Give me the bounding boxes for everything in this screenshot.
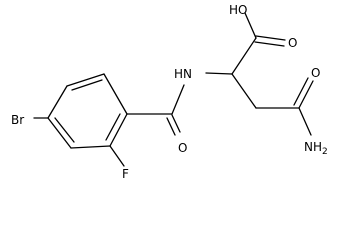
atom-label-primary-amide-nitrogen: NH2 <box>304 140 328 157</box>
fluorine-bond <box>109 145 125 167</box>
alpha-carbon-to-carboxyl-bond <box>231 37 257 75</box>
ring-bond-right-upper <box>103 73 128 115</box>
atom-label-bromine: Br <box>11 113 24 127</box>
atom-label-hydroxyl: HO <box>229 3 247 17</box>
atom-labels: HO O HN O O Br F NH2 <box>11 3 328 181</box>
carboxyl-double-bond-a <box>255 35 286 41</box>
carbonyl-to-nitrogen-bond <box>171 84 185 115</box>
carboxyl-to-hydroxyl-bond <box>244 12 257 39</box>
atom-label-amide-oxygen: O <box>178 141 187 155</box>
bonds <box>33 12 314 167</box>
benzoyl-carbonyl-double-bond-a <box>171 114 181 133</box>
benzoyl-carbonyl-double-bond-b <box>166 117 176 136</box>
amide-carbonyl-double-bond-a <box>298 80 314 109</box>
ring-bond-top-left-inner <box>71 79 103 91</box>
atom-label-carboxyl-oxygen: O <box>288 36 297 50</box>
atom-label-fluorine: F <box>122 167 129 181</box>
alpha-carbon-to-methylene-bond <box>231 73 257 109</box>
amide-carbon-to-nitrogen-bond <box>298 107 312 136</box>
carboxyl-double-bond-b <box>254 41 285 47</box>
ring-bond-left-lower <box>47 117 72 149</box>
amide-carbonyl-double-bond-b <box>293 77 309 106</box>
structural-formula: HO O HN O O Br F NH2 <box>11 3 328 181</box>
primary-amide-nitrogen-text: NH <box>304 140 322 154</box>
primary-amide-nitrogen-subscript: 2 <box>322 147 328 157</box>
atom-label-amide-nitrogen: HN <box>174 67 192 81</box>
atom-label-primary-amide-oxygen: O <box>311 66 320 80</box>
ring-bond-left-upper <box>47 85 68 119</box>
ring-bond-top-left <box>66 73 105 87</box>
ring-bond-bottom <box>70 145 111 149</box>
ring-bond-right-lower-inner <box>105 113 121 141</box>
ring-bond-right-lower <box>109 113 128 147</box>
nitrogen-to-alpha-carbon-bond <box>205 72 233 75</box>
ring-bond-left-lower-inner <box>54 117 75 143</box>
